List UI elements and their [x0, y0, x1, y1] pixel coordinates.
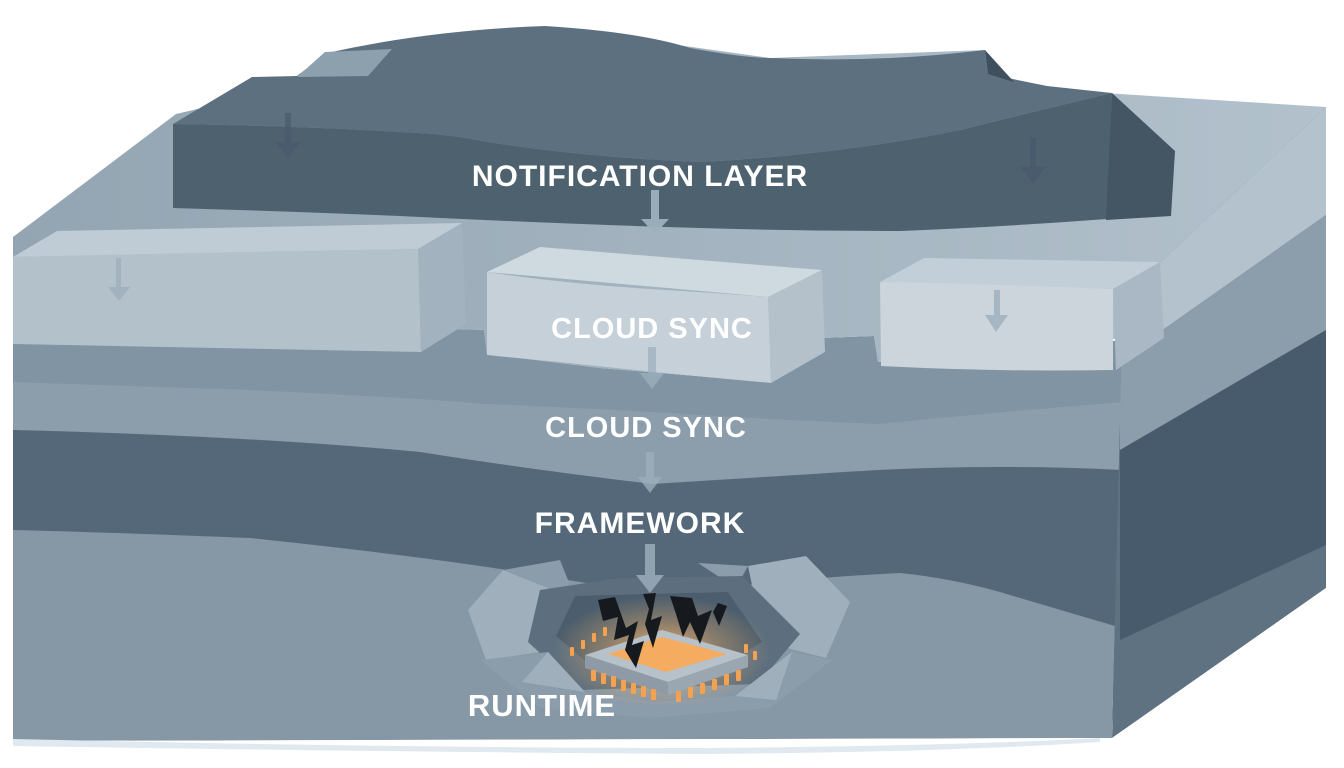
crater-rim-top-left — [503, 560, 572, 590]
slab-right-top — [880, 258, 1160, 289]
right-face-light-stratum — [1120, 107, 1326, 360]
slab-right — [880, 258, 1164, 371]
slab-center-side — [768, 270, 825, 383]
ground-strip — [13, 738, 1100, 754]
down-arrow-icon — [641, 190, 669, 234]
crack-right — [670, 596, 712, 644]
crater-facet-left — [522, 652, 585, 692]
down-arrow-icon — [985, 290, 1008, 332]
notification-slab-side — [1106, 93, 1175, 220]
slab-center-front — [487, 272, 771, 383]
block-front-face — [13, 328, 1122, 741]
crater-facet-right — [735, 652, 792, 700]
flow-arrows — [108, 113, 1046, 593]
crater-bottom-rim — [480, 652, 832, 718]
cloud-sync-band — [13, 382, 1122, 484]
chip-body-left — [585, 655, 668, 695]
surface-wedge — [297, 49, 392, 77]
cloud-sync-band-label: CLOUD SYNC — [545, 412, 747, 444]
slab-left — [13, 223, 466, 352]
block-right-face — [1112, 107, 1326, 738]
shadow-band — [13, 328, 1122, 424]
framework-band — [13, 430, 1122, 628]
notification-slab-front — [173, 93, 1112, 231]
down-arrow-icon — [640, 347, 664, 389]
chip-body-right — [668, 655, 748, 695]
runtime-crater — [468, 556, 850, 718]
right-face-mid-stratum — [1120, 215, 1326, 450]
slab-left-top — [13, 223, 462, 257]
right-face-dark-stratum — [1120, 330, 1326, 640]
down-arrow-icon — [1020, 137, 1046, 184]
crack-left — [598, 597, 644, 668]
notification-slab — [173, 26, 1175, 231]
chip-pins — [570, 627, 757, 702]
notification-slab-top — [173, 26, 1112, 162]
slab-left-side — [418, 223, 466, 352]
notification-slab-step — [985, 50, 1014, 82]
slab-left-front — [13, 249, 421, 352]
framework-label: FRAMEWORK — [535, 507, 746, 540]
crater-rim-left — [468, 570, 548, 660]
slab-cloud-sync — [487, 247, 825, 383]
slab-center-top — [487, 247, 822, 297]
crack-center — [643, 593, 662, 648]
down-arrow-icon — [636, 544, 664, 593]
down-arrow-icon — [276, 113, 300, 158]
runtime-label: RUNTIME — [468, 688, 616, 723]
cracks — [598, 593, 727, 668]
down-arrow-icon — [108, 258, 130, 301]
cloud-sync-slab-label: CLOUD SYNC — [551, 313, 753, 345]
labels: NOTIFICATION LAYER CLOUD SYNC CLOUD SYNC… — [468, 160, 808, 723]
notification-label: NOTIFICATION LAYER — [472, 160, 808, 193]
down-arrow-icon — [638, 452, 662, 493]
slab-right-side — [1113, 262, 1164, 370]
crack-small — [713, 603, 727, 626]
